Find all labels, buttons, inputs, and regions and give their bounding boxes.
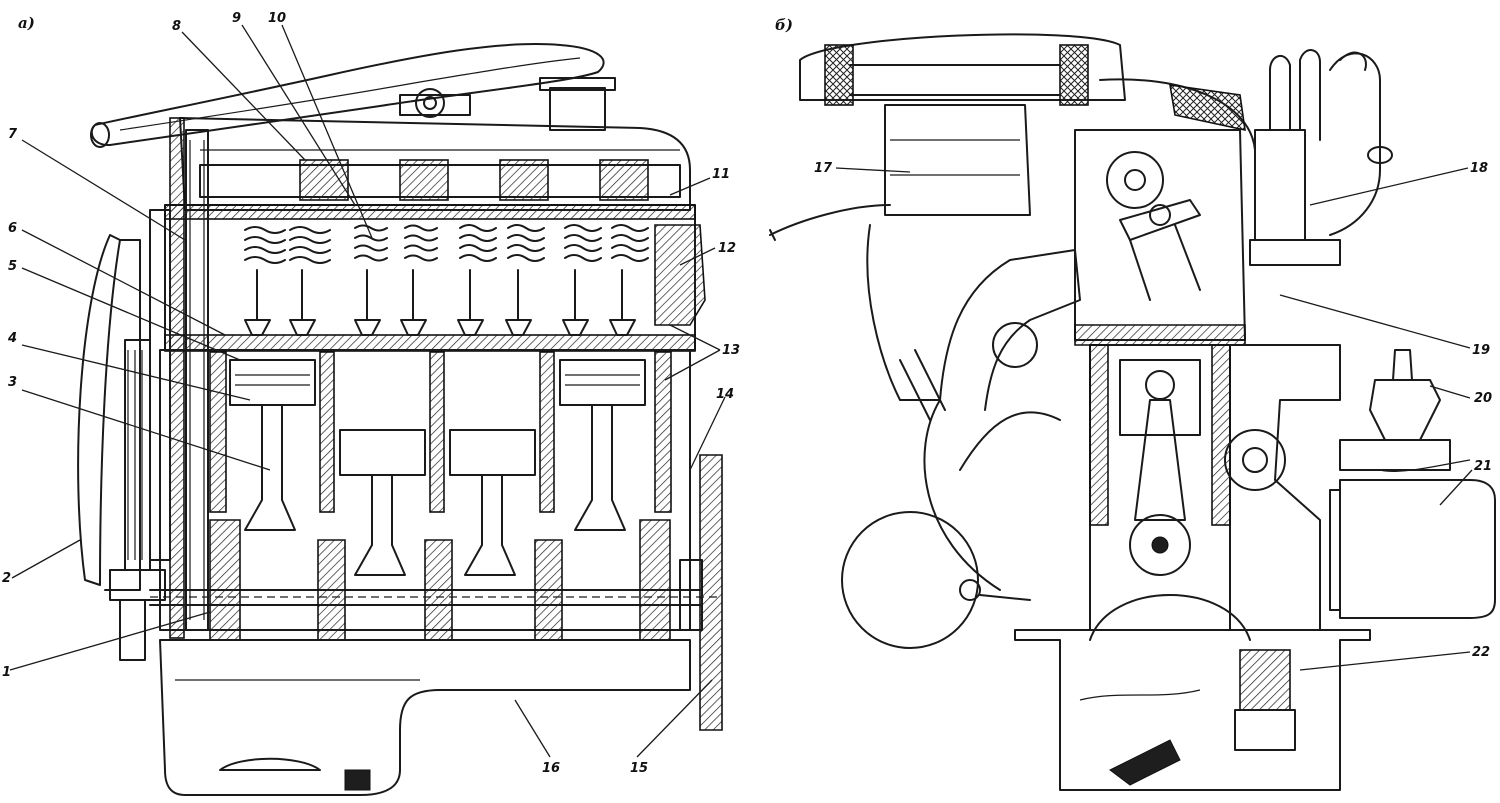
callout-14: 14: [716, 387, 734, 402]
crank-pulley: [109, 569, 166, 661]
callout-7: 7: [8, 127, 18, 142]
distributor: [1249, 49, 1393, 266]
valves: [244, 269, 636, 336]
callout-2: 2: [2, 571, 11, 586]
air-filter-housing: [799, 33, 1126, 106]
carburettor: [399, 77, 616, 131]
cylinder-block: [159, 349, 691, 631]
view-label-b: б): [775, 16, 793, 34]
callout-leaders: [9, 24, 1473, 758]
carburettor-b: [769, 104, 1031, 241]
callout-20: 20: [1474, 391, 1492, 406]
callout-22: 22: [1472, 645, 1490, 660]
callout-17: 17: [814, 161, 833, 176]
piston-b: [1119, 359, 1201, 576]
callout-5: 5: [8, 259, 17, 274]
callout-numbers: 1 2 3 4 5 6 7 8 9 10 11 12 13 14 15 16 1…: [2, 11, 1492, 776]
flywheel: [679, 454, 723, 731]
callout-16: 16: [542, 761, 560, 776]
cylinder-head: [164, 204, 706, 352]
fuel-pump: [1339, 349, 1471, 472]
cylinder-head-b: [1074, 129, 1246, 346]
callout-15: 15: [630, 761, 648, 776]
callout-9: 9: [232, 11, 241, 26]
callout-8: 8: [172, 19, 181, 34]
cooling-fan: [77, 234, 151, 591]
cylinder-block-b: [1089, 344, 1341, 631]
crank-pulley-b: [841, 399, 1061, 649]
view-a-longitudinal-section: [77, 43, 723, 796]
manifolds: [866, 224, 1081, 421]
oil-pan-b: [1014, 594, 1371, 791]
air-intake-pipe: [90, 43, 605, 148]
callout-3: 3: [8, 375, 17, 390]
view-label-a: а): [18, 14, 35, 32]
view-b-transverse-section: [769, 33, 1496, 791]
callout-6: 6: [8, 221, 17, 236]
callout-4: 4: [7, 331, 17, 346]
camshaft: [199, 159, 681, 201]
oil-filter: [1329, 479, 1496, 619]
auxiliary-shaft: [1224, 429, 1286, 491]
callout-19: 19: [1472, 343, 1490, 358]
callout-12: 12: [718, 241, 736, 256]
timing-cover-b: [1099, 78, 1256, 151]
callout-11: 11: [712, 167, 730, 182]
valve-springs: [244, 224, 649, 264]
callout-18: 18: [1470, 161, 1488, 176]
crankshaft: [149, 519, 720, 641]
callout-21: 21: [1474, 459, 1492, 474]
callout-13: 13: [722, 343, 740, 358]
callout-10: 10: [268, 11, 286, 26]
oil-pan: [159, 639, 691, 796]
valve-cover: [179, 117, 691, 211]
connecting-rods: [244, 404, 626, 576]
callout-1: 1: [2, 665, 11, 680]
